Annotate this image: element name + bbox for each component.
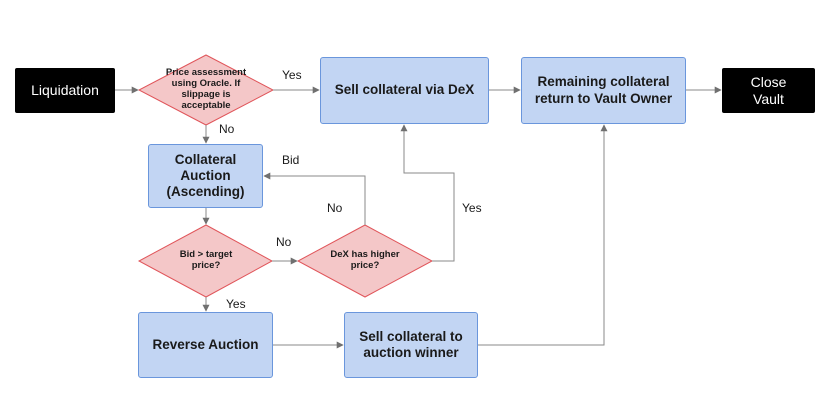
- edge-sell-winner-to-remaining: [478, 124, 608, 346]
- edge-label-yes-assessment: Yes: [282, 68, 302, 82]
- close-vault-node: Close Vault: [722, 68, 815, 113]
- dex-higher-diamond: [296, 224, 434, 298]
- remaining-collateral-node: Remaining collateral return to Vault Own…: [521, 57, 686, 124]
- edge-label-yes-bid: Yes: [226, 297, 246, 311]
- price-assessment-label: Price assessment using Oracle. If slippa…: [165, 67, 247, 111]
- bid-target-label: Bid > target price?: [179, 249, 233, 271]
- edge-dex-higher-to-auction: [263, 172, 366, 225]
- sell-collateral-dex-node: Sell collateral via DeX: [320, 57, 489, 124]
- edge-label-yes-dex: Yes: [462, 201, 482, 215]
- edge-label-no-assessment: No: [219, 122, 235, 136]
- edge-dex-higher-to-sell-dex: [400, 124, 455, 262]
- sell-to-winner-node: Sell collateral to auction winner: [344, 312, 478, 378]
- collateral-auction-node: Collateral Auction (Ascending): [148, 144, 263, 208]
- liquidation-node: Liquidation: [15, 68, 115, 113]
- edge-label-no-bid: No: [276, 235, 292, 249]
- edge-label-bid: Bid: [282, 153, 300, 167]
- reverse-auction-node: Reverse Auction: [138, 312, 273, 378]
- edge-label-no-dex: No: [327, 201, 343, 215]
- dex-higher-label: DeX has higher price?: [330, 249, 400, 271]
